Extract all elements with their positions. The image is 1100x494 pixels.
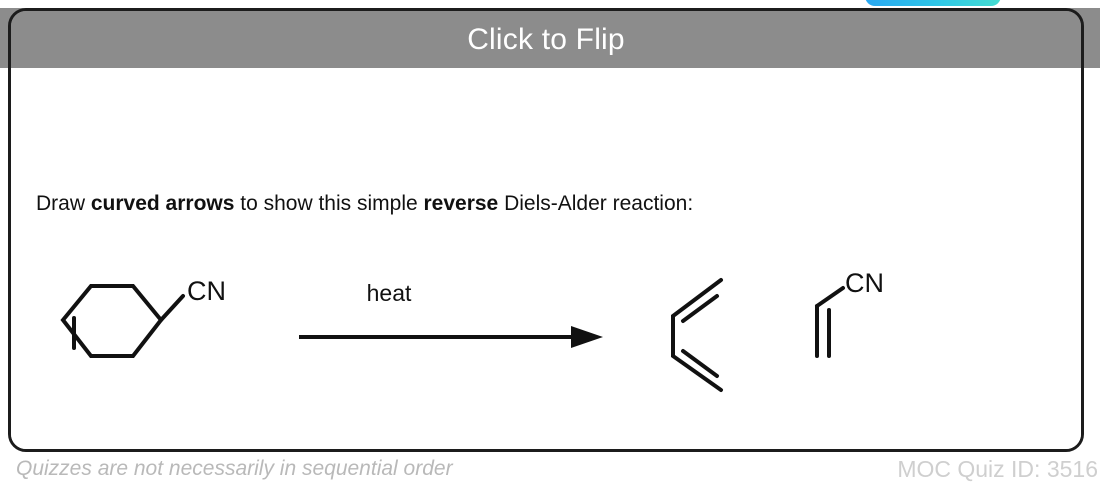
conditions-label: heat <box>367 280 412 306</box>
prompt-text-1: Draw <box>36 192 91 215</box>
product-cn-label: CN <box>845 268 884 298</box>
reaction-arrow-group: heat <box>299 280 603 348</box>
progress-chip <box>865 0 1001 6</box>
reaction-scheme-svg: CN heat <box>60 268 884 392</box>
reactant-cn-label: CN <box>187 276 226 306</box>
prompt-bold-curved-arrows: curved arrows <box>90 192 235 215</box>
reaction-scheme: CN heat <box>11 248 1081 398</box>
quiz-id-label: MOC Quiz ID: 3516 <box>897 456 1098 482</box>
prompt-text-3: Diels-Alder reaction: <box>498 192 694 215</box>
product-butadiene <box>671 278 723 392</box>
cyclohexene-ring <box>60 284 164 358</box>
acrylonitrile-bond-to-cn <box>815 286 845 308</box>
sequential-order-note: Quizzes are not necessarily in sequentia… <box>16 457 453 480</box>
bond-to-cn <box>159 294 185 322</box>
prompt-text-2: to show this simple <box>234 192 424 215</box>
flashcard[interactable]: Click to Flip Draw curved arrows to show… <box>8 8 1084 452</box>
click-to-flip-label: Click to Flip <box>467 22 625 56</box>
prompt-bold-reverse: reverse <box>423 192 499 215</box>
product-acrylonitrile <box>815 286 845 358</box>
reaction-arrow-head <box>571 326 603 348</box>
reactant-cyclohexene <box>60 284 185 358</box>
butadiene-double-bond-bottom <box>681 349 719 378</box>
flashcard-body: Draw curved arrows to show this simple r… <box>11 68 1081 449</box>
flashcard-header[interactable]: Click to Flip <box>11 11 1081 68</box>
butadiene-backbone <box>671 278 723 392</box>
butadiene-double-bond-top <box>681 294 719 323</box>
question-prompt: Draw curved arrows to show this simple r… <box>36 193 693 214</box>
